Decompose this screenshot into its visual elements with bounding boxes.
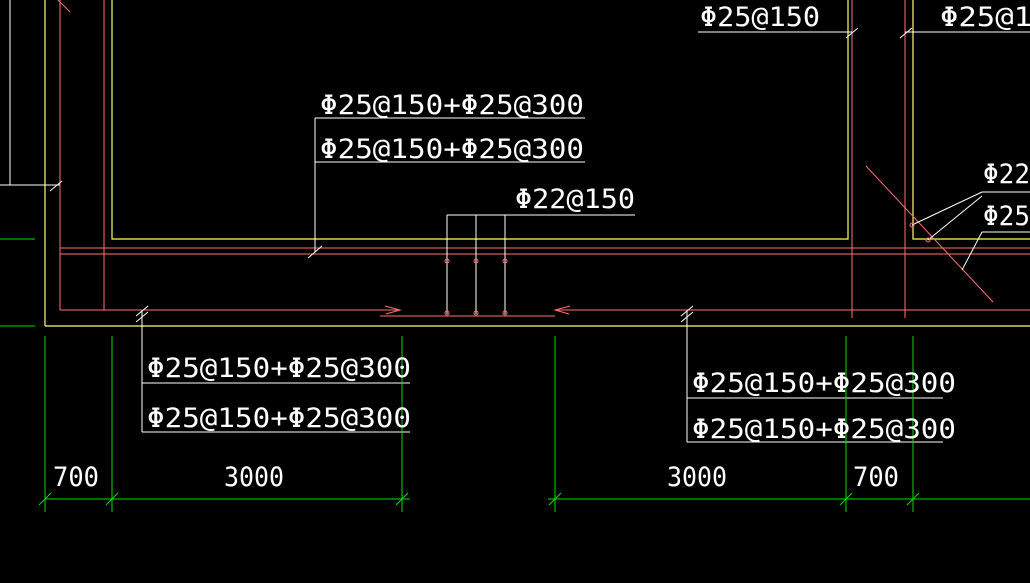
tick-bottom-left-a (135, 305, 149, 317)
dim-tick-right-a (548, 492, 562, 506)
label-bottom-left-1: Φ25@150+Φ25@300 (147, 353, 411, 384)
tick-bottom-right-b (680, 311, 694, 323)
tick-top-right-a (845, 27, 859, 39)
diagonal-rebar (865, 165, 994, 303)
rebar-dot (502, 310, 508, 316)
label-top-right-b: Φ25@1 (940, 2, 1030, 33)
label-stirrup: Φ22@150 (515, 184, 635, 215)
label-bottom-right-2: Φ25@150+Φ25@300 (692, 414, 956, 445)
dim-tick-left-b (105, 492, 119, 506)
dim-tick-right-c (906, 492, 920, 506)
dim-text-right-short: 700 (853, 462, 899, 493)
label-mid-top-2: Φ25@150+Φ25@300 (320, 134, 584, 165)
rebar-dot (502, 258, 508, 264)
top-corner-tick (57, 0, 71, 13)
leader-group (0, 0, 1030, 443)
label-bottom-right-1: Φ25@150+Φ25@300 (692, 368, 956, 399)
label-right-edge-2: Φ25 (983, 201, 1030, 232)
rebar-dot (473, 258, 479, 264)
dim-text-left-short: 700 (53, 462, 99, 493)
dim-text-right-long: 3000 (667, 462, 727, 493)
rebar-dot (909, 222, 915, 228)
leader-right-edge-1 (911, 191, 983, 226)
rebar-section-dots (444, 222, 931, 316)
rebar-label-group: Φ25@150 Φ25@1 Φ25@150+Φ25@300 Φ25@150+Φ2… (147, 2, 1030, 445)
label-mid-top-1: Φ25@150+Φ25@300 (320, 90, 584, 121)
dim-tick-left-c (395, 492, 409, 506)
right-opening-outline (912, 0, 1030, 240)
inner-opening-outline (111, 0, 849, 240)
tick-bottom-left-b (135, 311, 149, 323)
tick-top-right-b (899, 27, 913, 39)
leader-right-edge-2 (961, 231, 983, 271)
rebar-hook-right (553, 305, 571, 315)
tick-mid-top (307, 245, 323, 259)
dim-tick-right-b (839, 492, 853, 506)
dim-tick-left-a (38, 492, 52, 506)
dim-text-left-long: 3000 (224, 462, 284, 493)
leader-right-edge-1b (927, 195, 983, 241)
rebar-dot (444, 310, 450, 316)
left-frame-tick (49, 180, 63, 192)
rebar-dot (444, 258, 450, 264)
rebar-hook-left (384, 305, 402, 315)
slab-outline-group (44, 0, 1030, 327)
rebar-group (57, 0, 1030, 318)
dimension-text-group: 700 3000 3000 700 (53, 462, 899, 493)
label-right-edge-1: Φ22 (983, 159, 1030, 190)
label-top-right-a: Φ25@150 (700, 2, 820, 33)
rebar-dot (925, 237, 931, 243)
rebar-dot (473, 310, 479, 316)
label-bottom-left-2: Φ25@150+Φ25@300 (147, 403, 411, 434)
dimension-group (0, 238, 1030, 512)
tick-bottom-right-a (680, 305, 694, 317)
